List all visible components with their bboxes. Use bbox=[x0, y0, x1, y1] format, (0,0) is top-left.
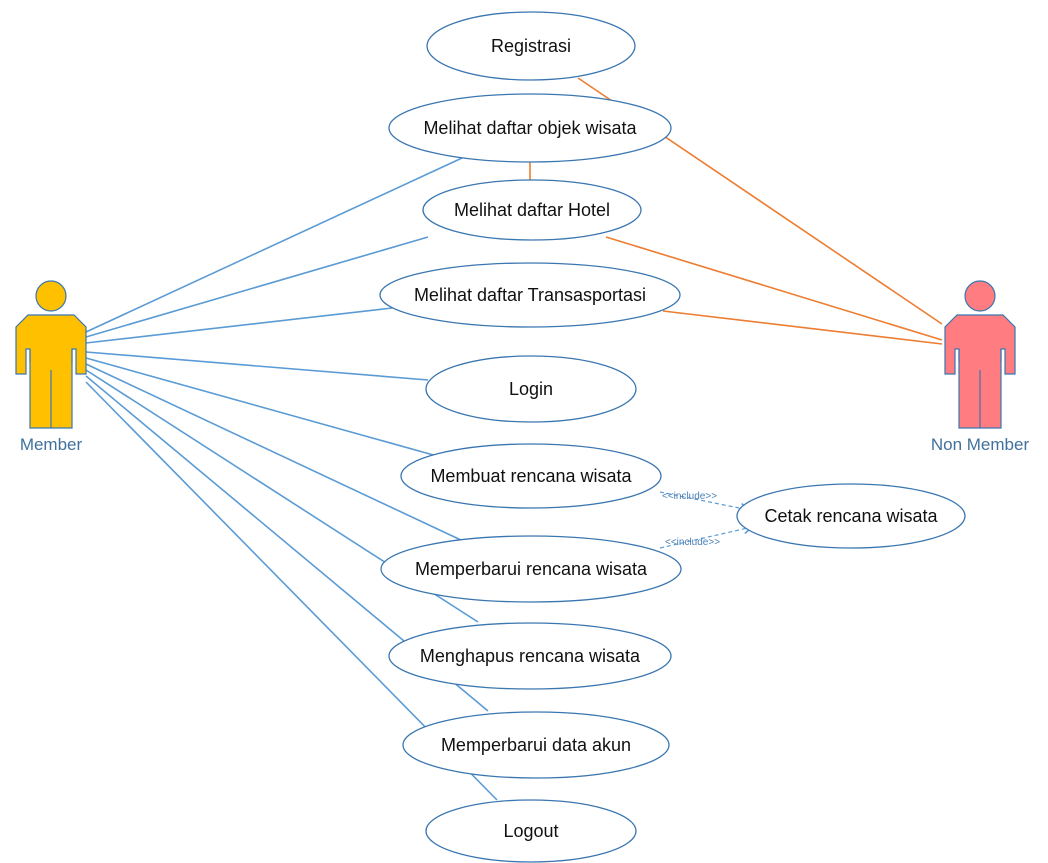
assoc-member-memperbarui bbox=[85, 363, 464, 542]
use-case-menghapus-rencana-label: Menghapus rencana wisata bbox=[420, 646, 641, 666]
include-label-1: <<include>> bbox=[662, 491, 717, 502]
include-line-2 bbox=[659, 523, 754, 549]
include-relations: <<include>> <<include>> bbox=[659, 491, 754, 549]
use-case-memperbarui-akun-label: Memperbarui data akun bbox=[441, 735, 631, 755]
use-case-registrasi-label: Registrasi bbox=[491, 36, 571, 56]
use-case-membuat-rencana-label: Membuat rencana wisata bbox=[430, 466, 632, 486]
use-case-login[interactable]: Login bbox=[425, 355, 637, 423]
use-case-melihat-transportasi-label: Melihat daftar Transasportasi bbox=[414, 285, 646, 305]
use-case-melihat-objek-label: Melihat daftar objek wisata bbox=[423, 118, 637, 138]
assoc-non-transportasi bbox=[662, 310, 943, 345]
assoc-non-hotel bbox=[605, 236, 943, 341]
use-case-memperbarui-rencana-label: Memperbarui rencana wisata bbox=[415, 559, 648, 579]
actor-non-member[interactable]: Non Member bbox=[931, 280, 1030, 454]
assoc-member-login bbox=[85, 351, 429, 381]
assoc-member-objek bbox=[85, 157, 463, 333]
use-case-cetak-rencana[interactable]: Cetak rencana wisata bbox=[736, 483, 966, 549]
use-case-logout-label: Logout bbox=[503, 821, 558, 841]
non-member-actor-icon bbox=[944, 280, 1016, 429]
member-label: Member bbox=[20, 435, 83, 454]
include-label-2: <<include>> bbox=[665, 537, 720, 548]
use-case-cetak-rencana-label: Cetak rencana wisata bbox=[764, 506, 938, 526]
assoc-member-membuat bbox=[85, 357, 438, 457]
use-case-melihat-hotel[interactable]: Melihat daftar Hotel bbox=[422, 179, 642, 241]
use-case-memperbarui-akun[interactable]: Memperbarui data akun bbox=[402, 711, 670, 779]
member-actor-icon bbox=[15, 280, 87, 429]
use-case-melihat-hotel-label: Melihat daftar Hotel bbox=[454, 200, 610, 220]
use-case-registrasi[interactable]: Registrasi bbox=[426, 11, 636, 81]
use-case-membuat-rencana[interactable]: Membuat rencana wisata bbox=[400, 443, 662, 509]
use-case-logout[interactable]: Logout bbox=[425, 799, 637, 863]
assoc-member-transportasi bbox=[85, 307, 393, 344]
non-member-label: Non Member bbox=[931, 435, 1030, 454]
use-case-login-label: Login bbox=[509, 379, 553, 399]
use-case-memperbarui-rencana[interactable]: Memperbarui rencana wisata bbox=[380, 535, 682, 603]
use-case-menghapus-rencana[interactable]: Menghapus rencana wisata bbox=[388, 622, 672, 690]
use-case-melihat-objek[interactable]: Melihat daftar objek wisata bbox=[388, 93, 672, 163]
assoc-member-hotel bbox=[85, 236, 429, 338]
actor-member[interactable]: Member bbox=[15, 280, 87, 454]
use-case-melihat-transportasi[interactable]: Melihat daftar Transasportasi bbox=[379, 262, 681, 328]
include-line-1 bbox=[659, 491, 751, 514]
